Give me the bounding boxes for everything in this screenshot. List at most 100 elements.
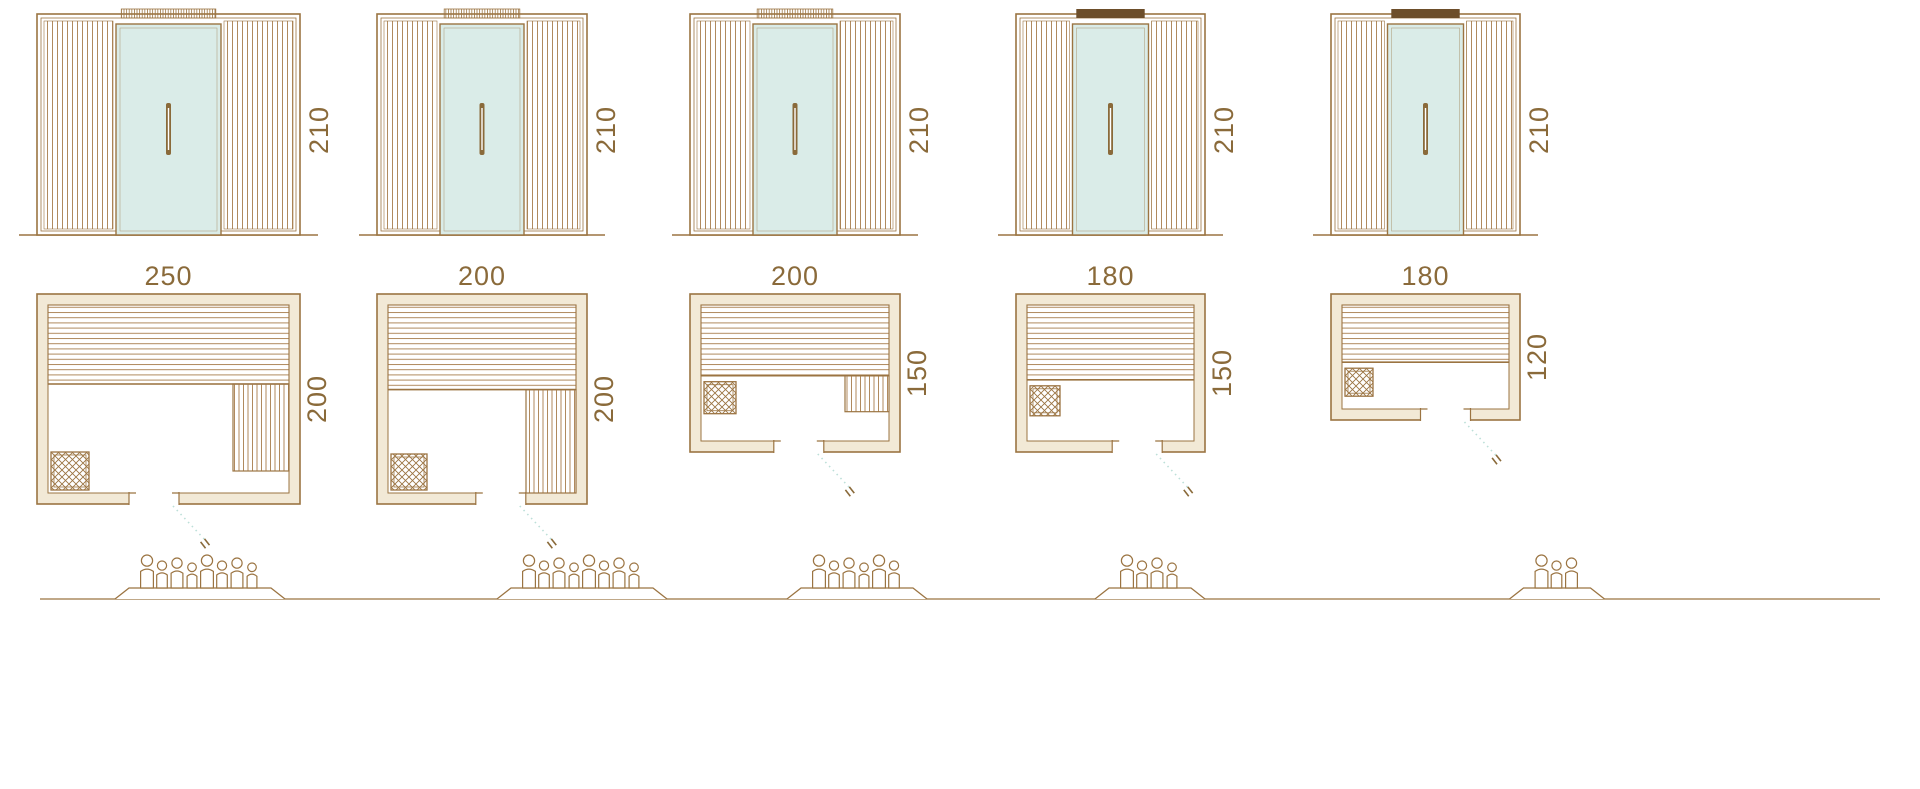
capacity-group bbox=[522, 554, 640, 589]
person-icon bbox=[598, 560, 610, 589]
person-icon bbox=[872, 554, 886, 589]
plan-width-label: 250 bbox=[144, 261, 192, 291]
heater bbox=[703, 381, 737, 415]
capacity-platform bbox=[786, 587, 928, 600]
person-icon bbox=[156, 560, 168, 589]
plan-width-label: 200 bbox=[771, 261, 819, 291]
elevation-height-label: 210 bbox=[1209, 106, 1239, 154]
person-icon bbox=[582, 554, 596, 589]
person-icon bbox=[1120, 554, 1134, 589]
plan-drawing: 200 150 bbox=[689, 261, 932, 497]
wood-slat-panel-left bbox=[1022, 20, 1070, 230]
roof-vent bbox=[120, 8, 216, 19]
door-swing-line bbox=[817, 453, 853, 491]
bench-side bbox=[231, 383, 290, 472]
bench-top bbox=[46, 304, 290, 385]
capacity-group bbox=[140, 554, 258, 589]
person-icon bbox=[1550, 560, 1563, 589]
capacity-platform bbox=[1509, 587, 1605, 600]
roof-vent bbox=[756, 8, 834, 19]
wood-slat-panel-right bbox=[1150, 20, 1198, 230]
elevation-drawing: 210 bbox=[18, 8, 334, 236]
person-icon bbox=[246, 562, 258, 589]
person-icon bbox=[1150, 557, 1164, 589]
elevation-height-label: 210 bbox=[304, 106, 334, 154]
person-icon bbox=[1565, 557, 1578, 589]
roof-vent bbox=[1390, 9, 1460, 18]
person-icon bbox=[1136, 560, 1148, 589]
person-icon bbox=[842, 557, 856, 589]
person-icon bbox=[1166, 562, 1178, 589]
heater bbox=[1028, 385, 1061, 417]
person-icon bbox=[522, 554, 536, 589]
door-opening bbox=[128, 492, 179, 507]
bench-top bbox=[387, 304, 577, 391]
plan-depth-label: 150 bbox=[1207, 349, 1237, 397]
capacity-platform bbox=[1094, 587, 1206, 600]
plan-depth-label: 150 bbox=[902, 349, 932, 397]
plan-drawing: 250 200 bbox=[35, 261, 332, 549]
capacity-row bbox=[40, 554, 1880, 600]
door-opening bbox=[475, 492, 526, 507]
wood-slat-panel-right bbox=[1465, 20, 1513, 230]
heater bbox=[1343, 367, 1374, 397]
plan-depth-label: 200 bbox=[302, 375, 332, 423]
person-icon bbox=[858, 562, 870, 589]
person-icon bbox=[230, 557, 244, 589]
plan-width-label: 180 bbox=[1401, 261, 1449, 291]
capacity-platform bbox=[496, 587, 668, 600]
elevation-height-label: 210 bbox=[1524, 106, 1554, 154]
bench-top bbox=[1340, 304, 1510, 363]
person-icon bbox=[612, 557, 626, 589]
person-icon bbox=[186, 562, 198, 589]
bench-side bbox=[844, 375, 890, 413]
person-icon bbox=[812, 554, 826, 589]
plan-width-label: 180 bbox=[1086, 261, 1134, 291]
person-icon bbox=[216, 560, 228, 589]
elevation-height-label: 210 bbox=[904, 106, 934, 154]
capacity-group bbox=[1534, 554, 1578, 589]
person-icon bbox=[140, 554, 154, 589]
heater bbox=[390, 453, 428, 491]
wood-slat-panel-right bbox=[223, 20, 293, 230]
wood-slat-panel-left bbox=[1337, 20, 1385, 230]
person-icon bbox=[828, 560, 840, 589]
door-swing-line bbox=[1155, 453, 1191, 491]
elevation-drawing: 210 bbox=[1312, 9, 1554, 236]
elevation-drawing: 210 bbox=[672, 8, 934, 236]
heater bbox=[49, 451, 90, 491]
bench-top bbox=[1025, 304, 1195, 381]
plan-width-label: 200 bbox=[458, 261, 506, 291]
door-opening bbox=[1111, 440, 1162, 455]
person-icon bbox=[888, 560, 900, 589]
capacity-group bbox=[812, 554, 900, 589]
door-swing-tick bbox=[1490, 454, 1502, 465]
door-opening bbox=[773, 440, 824, 455]
plan-drawing: 180 150 bbox=[1014, 261, 1237, 497]
person-icon bbox=[628, 562, 640, 589]
door-swing-tick bbox=[199, 538, 210, 549]
elevation-drawing: 210 bbox=[997, 9, 1239, 236]
person-icon bbox=[170, 557, 184, 589]
wood-slat-panel-right bbox=[839, 20, 894, 230]
person-icon bbox=[552, 557, 566, 589]
elevation-drawing: 210 bbox=[359, 8, 621, 236]
person-icon bbox=[1534, 554, 1549, 589]
capacity-group bbox=[1120, 554, 1178, 589]
person-icon bbox=[200, 554, 214, 589]
wood-slat-panel-left bbox=[383, 20, 438, 230]
door-opening bbox=[1420, 408, 1470, 423]
wood-slat-panel-right bbox=[526, 20, 581, 230]
capacity-platform bbox=[114, 587, 286, 600]
door-swing-line bbox=[1463, 421, 1499, 459]
wood-slat-panel-left bbox=[696, 20, 751, 230]
person-icon bbox=[568, 562, 580, 589]
bench-top bbox=[700, 304, 890, 377]
roof-vent bbox=[443, 8, 521, 19]
door-swing-tick bbox=[844, 486, 855, 497]
door-swing-tick bbox=[1182, 486, 1193, 497]
roof-vent bbox=[1075, 9, 1145, 18]
person-icon bbox=[538, 560, 550, 589]
